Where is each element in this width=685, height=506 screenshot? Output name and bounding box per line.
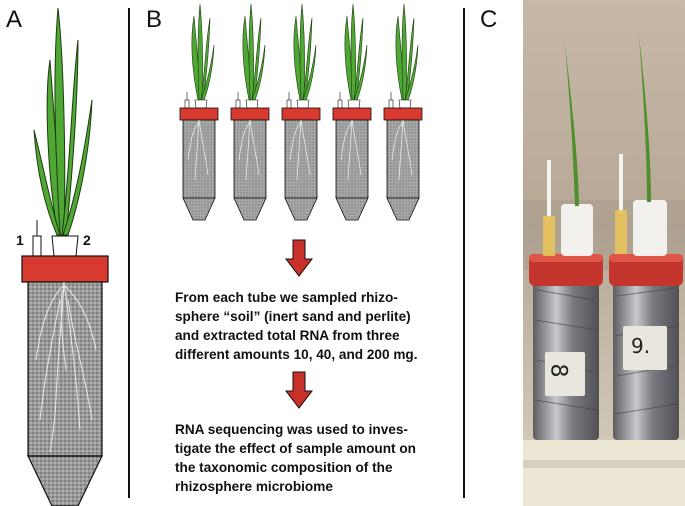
syringe [32,220,42,257]
tube-body [27,281,103,457]
small-tube-2 [230,3,270,221]
sequencing-description: RNA sequencing was used to inves- tigate… [175,420,416,496]
tube-cone [27,455,103,506]
divider-right [463,8,465,498]
sequencing-line-3: the taxonomic composition of the [175,460,393,475]
panel-a-tube-illustration [21,7,109,506]
panel-letter-b: B [146,6,163,33]
small-tube-4 [332,3,372,221]
small-tube-1 [179,3,219,221]
panel-b-tubes [179,3,423,221]
panel-letter-c: C [480,6,498,33]
sampling-line-2: sphere “soil” (inert sand and perlite) [175,309,411,324]
sequencing-line-2: tigate the effect of sample amount on [175,441,416,456]
panel-c-photo: 8 9. [523,0,685,506]
syringe-label: 1 [16,232,24,248]
sampling-description: From each tube we sampled rhizo- sphere … [175,288,418,364]
tube-cap [21,255,109,283]
plant-leaves [33,7,93,236]
small-tube-5 [383,3,423,221]
cup-label: 2 [83,232,91,248]
divider-left [128,8,130,498]
sampling-line-3: and extracted total RNA from three [175,328,400,343]
down-arrow-1 [285,239,313,277]
photo-illustration [523,0,685,506]
small-tube-3 [281,3,321,221]
sequencing-line-4: rhizosphere microbiome [175,479,333,494]
tube-label-8: 8 [545,363,571,378]
plant-cup [51,235,79,257]
sampling-line-1: From each tube we sampled rhizo- [175,290,398,305]
sequencing-line-1: RNA sequencing was used to inves- [175,422,408,437]
sampling-line-4: different amounts 10, 40, and 200 mg. [175,347,418,362]
down-arrow-2 [285,371,313,409]
tube-label-9: 9. [631,334,651,358]
panel-letter-a: A [6,6,23,33]
roots [35,281,97,453]
